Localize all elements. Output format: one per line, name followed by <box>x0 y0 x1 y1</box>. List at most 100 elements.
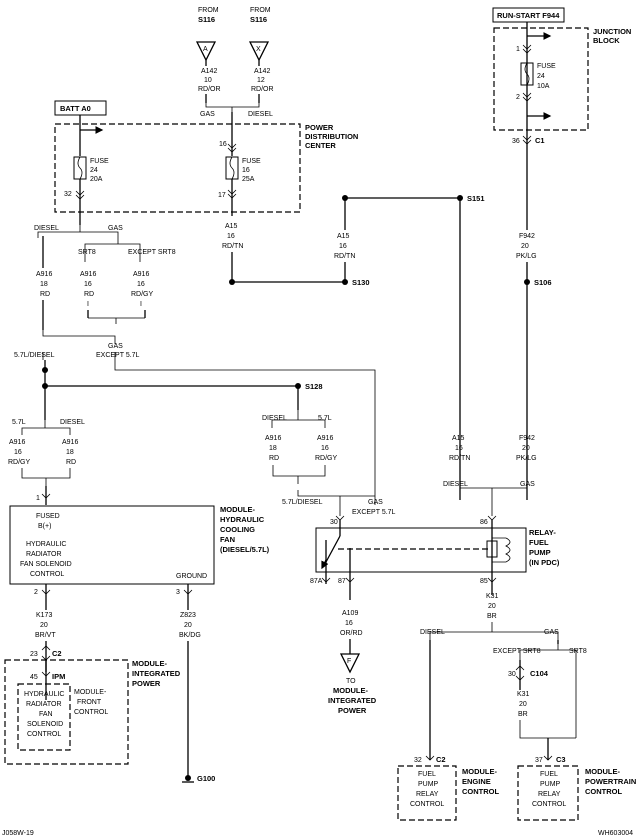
label-ipm-pin: 45 <box>30 674 38 681</box>
label-a15-mid-2: RD/TN <box>222 243 243 250</box>
label-fuse-r-in: 16 <box>219 141 227 148</box>
label-diesel-b: DIESEL <box>60 419 85 426</box>
label-pcm-pin: 37 <box>535 757 543 764</box>
label-k173-2: BR/VT <box>35 632 56 639</box>
label-f942-top-1: 20 <box>521 243 529 250</box>
pdc-title-3: CENTER <box>305 141 336 150</box>
fuse-16-symbol <box>225 156 239 180</box>
label-pin3: 3 <box>176 589 180 596</box>
label-k31-0: K31 <box>486 593 499 600</box>
label-ecm-box-3: CONTROL <box>410 801 444 808</box>
label-diesel-d: DIESEL <box>443 481 468 488</box>
splice-s130 <box>342 279 348 285</box>
label-diesel57: 5.7L/DIESEL <box>14 352 55 359</box>
label-a15-mid-0: A15 <box>225 223 238 230</box>
splice-s106 <box>524 279 530 285</box>
label-pin1: 1 <box>36 495 40 502</box>
label-k31-b-2: BR <box>518 711 528 718</box>
diesel-label-top: DIESEL <box>248 111 273 118</box>
label-a916-g-2: RD/GY <box>315 455 338 462</box>
label-c2-pin: 23 <box>30 651 38 658</box>
label-a916-f-2: RD <box>269 455 279 462</box>
pcm-box <box>517 765 579 821</box>
label-f942-low-0: F942 <box>519 435 535 442</box>
label-mod-fused-0: FUSED <box>36 513 60 520</box>
label-a15-low-0: A15 <box>452 435 465 442</box>
label-except-srt8-b: EXCEPT SRT8 <box>493 648 541 655</box>
ecm-title-3: CONTROL <box>462 787 499 796</box>
label-pin87a: 87A <box>310 578 323 585</box>
label-conn-f: F <box>347 658 351 665</box>
label-a916-b-0: A916 <box>80 271 96 278</box>
label-a15-top-0: A15 <box>337 233 350 240</box>
label-diesel-c: DIESEL <box>262 415 287 422</box>
c2-ipm-connector: C2 <box>52 649 62 658</box>
label-ecm-box-2: RELAY <box>416 791 439 798</box>
label-conn-a: A <box>203 46 208 53</box>
module-hcf-title-2: HYDRAULIC <box>220 515 265 524</box>
label-gas2: GAS <box>108 343 123 350</box>
label-fuse-l-0: FUSE <box>90 158 109 165</box>
label-ecm-pin: 32 <box>414 757 422 764</box>
label-except-srt8: EXCEPT SRT8 <box>128 249 176 256</box>
ecm-title-1: MODULE- <box>462 767 497 776</box>
label-pin2: 2 <box>34 589 38 596</box>
label-mod-fan-1: RADIATOR <box>26 551 62 558</box>
label-ipm-fan-1: RADIATOR <box>26 701 62 708</box>
label-a109-1: 16 <box>345 620 353 627</box>
label-a916-d-2: RD/GY <box>8 459 31 466</box>
source-s116-2: S116 <box>250 15 267 24</box>
label-a916-f-0: A916 <box>265 435 281 442</box>
label-k31-b-0: K31 <box>517 691 530 698</box>
pcm-title-3: CONTROL <box>585 787 622 796</box>
label-fuse-l-pin: 32 <box>64 191 72 198</box>
label-jb-fuse-0: FUSE <box>537 63 556 70</box>
label-l57: 5.7L <box>12 419 26 426</box>
label-ipm: IPM <box>52 672 65 681</box>
label-ecm-box-1: PUMP <box>418 781 439 788</box>
jb-title-1: JUNCTION <box>593 27 631 36</box>
label-conn-x: X <box>256 46 261 53</box>
connector-triangle-f: F <box>339 653 361 674</box>
label-c104-pin: 30 <box>508 671 516 678</box>
mip-title-2: INTEGRATED <box>132 669 181 678</box>
label-a15-top-1: 16 <box>339 243 347 250</box>
label-fuse-r-0: FUSE <box>242 158 261 165</box>
mip-title-3: POWER <box>132 679 161 688</box>
label-k173-1: 20 <box>40 622 48 629</box>
label-mod-fan-0: HYDRAULIC <box>26 541 66 548</box>
label-l57-c: 5.7L <box>318 415 332 422</box>
label-ipm-front-0: MODULE- <box>74 689 107 696</box>
run-start-box <box>492 7 565 23</box>
label-a916-b-3: I <box>87 301 89 308</box>
label-jb-pin2: 2 <box>516 94 520 101</box>
label-fuse-r-pin: 17 <box>218 192 226 199</box>
label-a916-a-1: 18 <box>40 281 48 288</box>
label-pin87: 87 <box>338 578 346 585</box>
label-a15-top-2: RD/TN <box>334 253 355 260</box>
label-g100: G100 <box>197 774 215 783</box>
wire-a142-left-id: A142 <box>201 68 217 75</box>
label-except57-b: EXCEPT 5.7L <box>352 509 396 516</box>
relay-fuel-pump-box <box>315 527 527 573</box>
label-pin86: 86 <box>480 519 488 526</box>
label-a916-c-1: 16 <box>137 281 145 288</box>
label-srt8: SRT8 <box>78 249 96 256</box>
label-gas-d: GAS <box>520 481 535 488</box>
mip-title-1: MODULE- <box>132 659 167 668</box>
label-relay-2: PUMP <box>529 548 551 557</box>
label-s151: S151 <box>467 194 485 203</box>
label-a109-0: A109 <box>342 610 358 617</box>
label-pin85: 85 <box>480 578 488 585</box>
ecm-title-2: ENGINE <box>462 777 491 786</box>
label-ipm-front-2: CONTROL <box>74 709 108 716</box>
label-to-mip-0: TO <box>346 678 356 685</box>
label-diesel57-b: 5.7L/DIESEL <box>282 499 323 506</box>
label-a916-c-3: I <box>140 301 142 308</box>
label-k31-1: 20 <box>488 603 496 610</box>
c1-connector: C1 <box>535 136 545 145</box>
label-fuse-r-1: 16 <box>242 167 250 174</box>
pcm-title-2: POWERTRAIN <box>585 777 636 786</box>
label-gas-e: GAS <box>544 629 559 636</box>
